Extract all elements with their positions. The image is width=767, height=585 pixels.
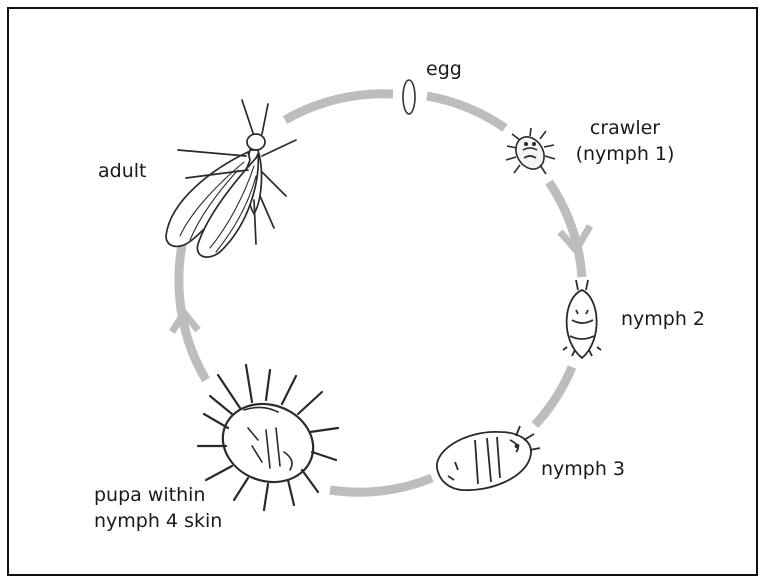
label-pupa: pupa within nymph 4 skin xyxy=(94,482,222,534)
arrowhead-to-adult xyxy=(169,307,201,334)
label-crawler-line1: crawler xyxy=(589,117,661,139)
arrowhead-to-nymph2 xyxy=(557,224,594,256)
crawler-icon xyxy=(505,127,556,175)
adult-icon xyxy=(165,99,297,258)
label-adult: adult xyxy=(98,160,147,182)
label-nymph3: nymph 3 xyxy=(541,458,626,480)
ring-nymph2-to-nymph3 xyxy=(531,365,577,429)
label-crawler: crawler (nymph 1) xyxy=(570,115,680,167)
ring-crawler-to-nymph2 xyxy=(545,179,587,278)
label-pupa-line1: pupa within xyxy=(94,484,206,506)
nymph3-icon xyxy=(435,425,541,492)
label-nymph2: nymph 2 xyxy=(621,308,706,330)
label-egg: egg xyxy=(426,58,462,80)
nymph2-icon xyxy=(562,279,602,360)
label-pupa-line2: nymph 4 skin xyxy=(94,510,223,532)
pupa-icon xyxy=(196,363,340,512)
diagram-frame xyxy=(7,7,758,576)
ring-adult-to-egg xyxy=(282,89,394,124)
ring-nymph3-to-pupa xyxy=(329,473,434,497)
label-crawler-line2: (nymph 1) xyxy=(575,143,675,165)
egg-icon xyxy=(402,79,416,115)
ring-egg-to-crawler xyxy=(426,91,508,132)
